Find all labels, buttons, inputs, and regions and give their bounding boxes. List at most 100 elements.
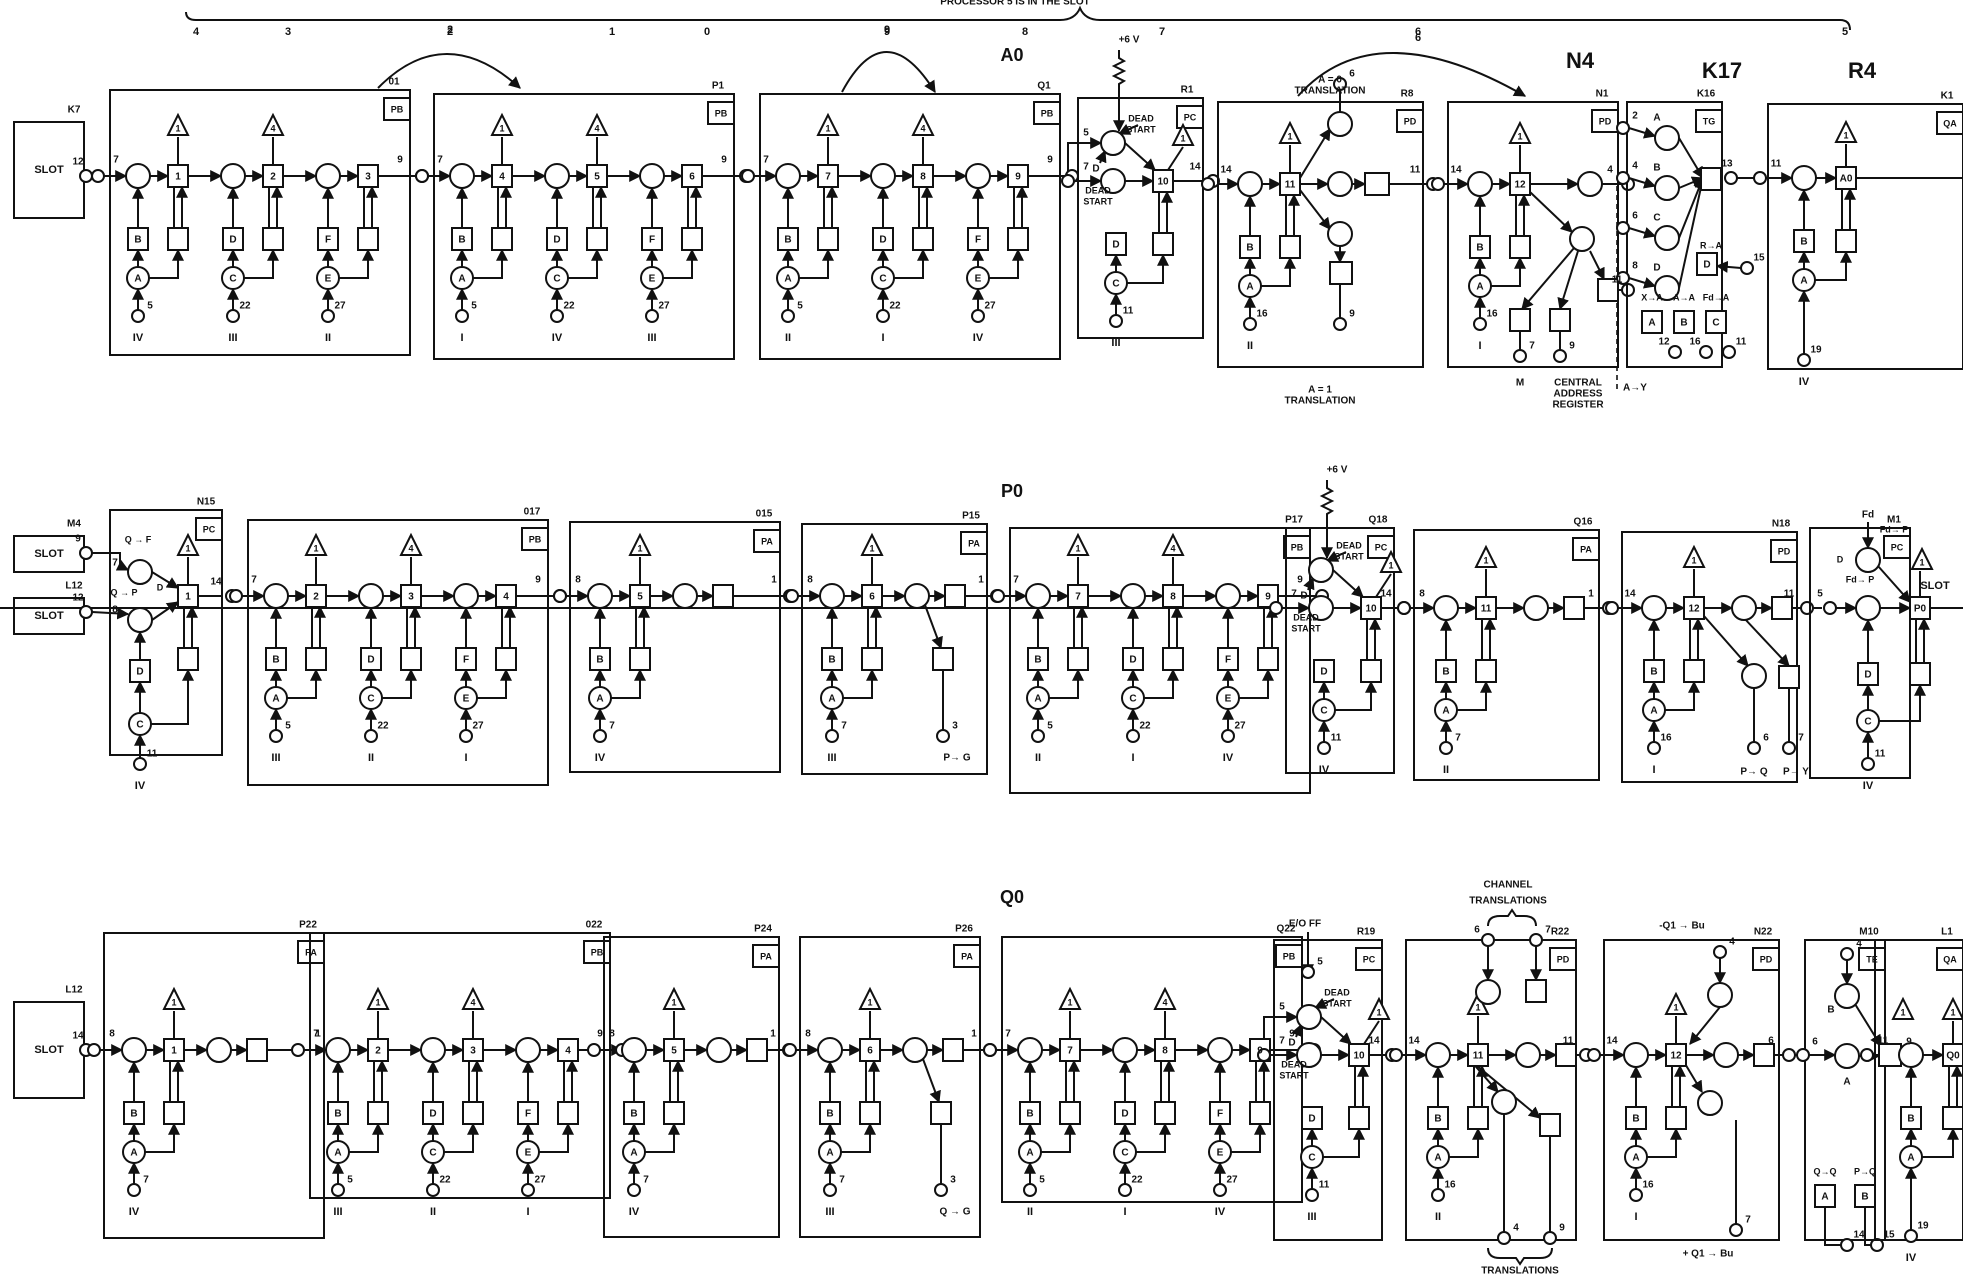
pin-number: 5 — [347, 1175, 353, 1186]
bit-gate — [367, 1038, 389, 1062]
control-letter: D — [367, 655, 374, 666]
control-letter: C — [136, 720, 143, 731]
gate-number: 12 — [1670, 1051, 1682, 1062]
wire — [843, 668, 878, 699]
bit-number: 4 — [193, 26, 200, 38]
pin-number: 8 — [1632, 261, 1638, 272]
phase-numeral: I — [1123, 1206, 1126, 1218]
control-box — [1313, 659, 1335, 683]
pin-number: 11 — [1771, 159, 1782, 170]
control-node — [545, 266, 569, 290]
feedback-box — [1257, 647, 1279, 671]
phase-numeral: III — [647, 332, 656, 344]
pin-number: 8 — [805, 1029, 811, 1040]
control-box — [1114, 1101, 1136, 1125]
wire — [1879, 683, 1926, 722]
module-id: P17 — [1285, 515, 1303, 526]
tg-input-letter: B — [1653, 163, 1660, 174]
control-letter: E — [463, 694, 470, 705]
control-letter: C — [879, 274, 886, 285]
module-frame — [1603, 939, 1780, 1241]
input-node — [639, 163, 665, 189]
control-letter: C — [1112, 279, 1119, 290]
module-type-badge — [1858, 947, 1886, 971]
phase-pin — [131, 309, 145, 323]
pin-number: 8 — [112, 605, 118, 616]
module-frame — [1077, 97, 1204, 339]
bit-gate — [491, 164, 513, 188]
module-frame — [109, 509, 223, 756]
transfer-arc — [377, 53, 521, 89]
driver-number: 1 — [1919, 557, 1924, 567]
driver-number: 4 — [1170, 543, 1175, 553]
op-label: A→A — [1673, 292, 1695, 302]
gate-number: 4 — [499, 172, 505, 183]
control-box — [317, 227, 339, 251]
control-letter: B — [828, 655, 835, 666]
control-letter: A — [1632, 1153, 1639, 1164]
driver-number: 1 — [1287, 131, 1292, 141]
input-node — [515, 1037, 541, 1063]
driver-triangle — [261, 112, 285, 136]
wire — [1854, 1003, 1882, 1048]
deadstart-node — [1296, 1004, 1322, 1030]
phase-numeral: III — [1307, 1211, 1316, 1223]
translation-note: P→ G — [943, 753, 970, 764]
module-frame — [1273, 939, 1383, 1241]
module-frame — [103, 932, 325, 1239]
feedback-box — [305, 647, 327, 671]
extra-pin — [934, 1183, 948, 1197]
pin-number: 11 — [1612, 275, 1623, 286]
module-id: 015 — [756, 509, 773, 520]
wire — [1067, 137, 1103, 175]
pin-number: 14 — [210, 577, 222, 588]
module-id: N1 — [1596, 89, 1609, 100]
output-node — [1475, 979, 1501, 1005]
te-gate — [1878, 1043, 1902, 1067]
pin-number: 7 — [1013, 575, 1019, 586]
pin-number: 9 — [535, 575, 541, 586]
input-node — [127, 607, 153, 633]
control-box — [265, 647, 287, 671]
control-letter: B — [1680, 318, 1687, 329]
deadstart-node — [1308, 557, 1334, 583]
output-box — [712, 584, 734, 608]
wire — [1628, 177, 1657, 189]
pin-number: 6 — [1474, 925, 1480, 936]
phase-pin — [521, 1183, 535, 1197]
deadstart-label: D — [1300, 591, 1307, 602]
slot-id: M4 — [67, 519, 81, 530]
control-node — [316, 266, 340, 290]
pin-number: 9 — [597, 1029, 603, 1040]
pin-number: 1 — [771, 575, 777, 586]
module-type: PB — [1291, 542, 1304, 552]
control-letter: C — [229, 274, 236, 285]
module-id: K1 — [1941, 91, 1954, 102]
module-type: PC — [1375, 542, 1388, 552]
deadstart-label: START — [1334, 551, 1364, 561]
feedback-box — [1360, 659, 1382, 683]
driver-number: 1 — [1180, 133, 1185, 143]
pin-number: 14 — [1408, 1036, 1420, 1047]
pin-number: 4 — [1607, 165, 1613, 176]
driver-triangle — [1664, 991, 1688, 1015]
driver-triangle — [1066, 532, 1090, 556]
bit-gate — [400, 584, 422, 608]
gate-number: 1 — [175, 172, 181, 183]
phase-numeral: IV — [1319, 764, 1330, 776]
control-box — [1105, 232, 1127, 256]
driver-number: 1 — [1900, 1007, 1905, 1017]
slot-label: SLOT — [34, 1044, 64, 1056]
control-letter: A — [1034, 694, 1041, 705]
input-node — [449, 163, 475, 189]
control-box — [1793, 229, 1815, 253]
driver-triangle — [176, 532, 200, 556]
wire — [1375, 573, 1392, 598]
bit-gate — [1154, 1038, 1176, 1062]
deadstart-label: START — [1322, 998, 1352, 1008]
control-letter: B — [134, 235, 141, 246]
module-type: PB — [715, 108, 728, 118]
output-node — [1515, 1042, 1541, 1068]
control-node — [264, 686, 288, 710]
module-type-badge — [1883, 535, 1911, 559]
